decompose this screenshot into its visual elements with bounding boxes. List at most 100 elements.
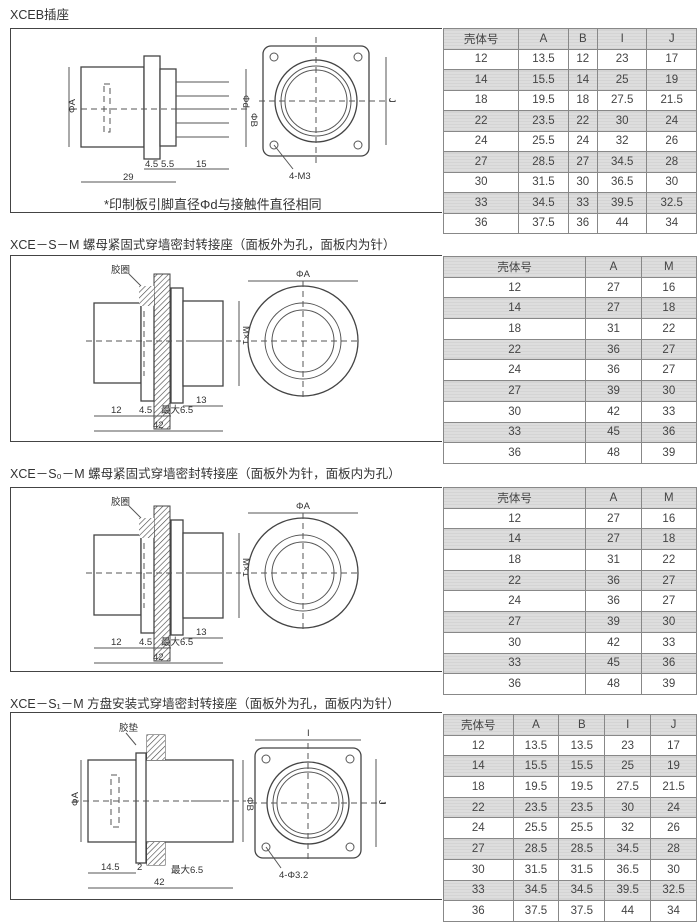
- table-cell: 22: [442, 569, 587, 592]
- body: [80, 66, 145, 148]
- table-cell: 48: [585, 673, 642, 695]
- column-header: I: [604, 714, 652, 736]
- table-cell: 22: [640, 318, 698, 340]
- dimension-label: 最大6.5: [171, 864, 203, 876]
- lock-rings: [170, 519, 184, 636]
- front-body: [93, 302, 142, 384]
- column-header: B: [558, 714, 606, 736]
- table-cell: 36: [585, 359, 642, 382]
- nut: [140, 295, 155, 402]
- table-cell: 24: [442, 359, 587, 382]
- column-header: A: [585, 256, 642, 278]
- table-cell: 39: [640, 442, 698, 464]
- table-cell: 37.5: [518, 212, 569, 234]
- section-title-xce-s0-m: XCE－S₀－M 螺母紧固式穿墙密封转接座（面板外为针，面板内为孔）: [10, 467, 401, 481]
- table-cell: 12: [567, 48, 598, 70]
- table-cell: 22: [567, 110, 598, 132]
- table-cell: 33: [640, 631, 698, 654]
- table-cell: 27: [567, 151, 598, 173]
- table-cell: 34.5: [604, 838, 652, 860]
- table-cell: 30: [442, 631, 587, 654]
- table-cell: 19.5: [512, 776, 560, 798]
- table-cell: 26: [650, 817, 697, 840]
- table-cell: 25.5: [558, 817, 606, 840]
- table-cell: 19: [646, 69, 697, 91]
- table-cell: 36.5: [596, 171, 648, 193]
- table-cell: 36: [640, 421, 698, 444]
- table-cell: 18: [640, 528, 698, 551]
- table-cell: 31: [585, 318, 642, 340]
- table-cell: 27: [442, 380, 587, 402]
- table-cell: 19.5: [558, 776, 606, 798]
- table-cell: 21.5: [650, 776, 697, 798]
- table-cell: 22: [443, 796, 514, 819]
- column-header: M: [640, 256, 698, 278]
- table-cell: 33: [442, 652, 587, 675]
- dimension-label: 14.5: [101, 862, 120, 873]
- front-body: [93, 534, 142, 616]
- table-cell: 24: [646, 110, 697, 132]
- table-cell: 42: [585, 400, 642, 423]
- table-cell: 36: [442, 212, 520, 234]
- dimension-label: ΦA: [70, 791, 81, 806]
- table-cell: 18: [442, 549, 587, 571]
- footnote: *印制板引脚直径Φd与接触件直径相同: [104, 197, 322, 212]
- dimension-label: 15: [196, 159, 207, 170]
- section-title-xce-s1-m: XCE－S₁－M 方盘安装式穿墙密封转接座（面板外为孔，面板内为针）: [10, 697, 400, 711]
- table-cell: 36: [585, 590, 642, 613]
- table-cell: 30: [567, 171, 598, 193]
- column-header: 壳体号: [443, 714, 514, 736]
- table-cell: 39: [640, 673, 698, 695]
- table-cell: 34.5: [518, 192, 569, 214]
- table-cell: 34: [650, 900, 697, 922]
- column-header: B: [567, 28, 598, 50]
- table-cell: 33: [443, 879, 514, 902]
- table-cell: 30: [646, 171, 697, 193]
- table-cell: 36: [640, 652, 698, 675]
- xceb-drawing-svg: ΦA Φd ΦB 4.5 5.5 15 29 J 4-M3: [67, 37, 397, 183]
- dimension-label: 4.5: [139, 405, 152, 416]
- dimension-label: 12: [111, 637, 122, 648]
- table-cell: 39: [585, 611, 642, 633]
- table-cell: 27: [640, 569, 698, 592]
- table-cell: 39.5: [604, 879, 652, 902]
- table-cell: 22: [442, 338, 587, 361]
- dimension-label: 最大6.5: [161, 404, 193, 416]
- table-cell: 16: [640, 276, 698, 299]
- column-header: 壳体号: [442, 256, 587, 278]
- table-cell: 25: [604, 755, 652, 778]
- table-cell: 36: [585, 569, 642, 592]
- table-cell: 34.5: [596, 151, 648, 173]
- table-cell: 14: [442, 297, 587, 320]
- table-cell: 31.5: [518, 171, 569, 193]
- table-cell: 28.5: [558, 838, 606, 860]
- table-cell: 24: [442, 130, 520, 152]
- column-header: 壳体号: [442, 487, 587, 509]
- section-title-xce-s-m: XCE－S－M 螺母紧固式穿墙密封转接座（面板外为孔，面板内为针）: [10, 238, 396, 252]
- nut-mount-drawing-svg: 胶圈 M×1 13 12 4.5 最大6.5 42 ΦA: [86, 496, 361, 664]
- table-cell: 22: [640, 549, 698, 571]
- table-cell: 25.5: [512, 817, 560, 840]
- drawing-xceb: ΦA Φd ΦB 4.5 5.5 15 29 J 4-M3 *印制板引脚直径Φd…: [10, 28, 442, 213]
